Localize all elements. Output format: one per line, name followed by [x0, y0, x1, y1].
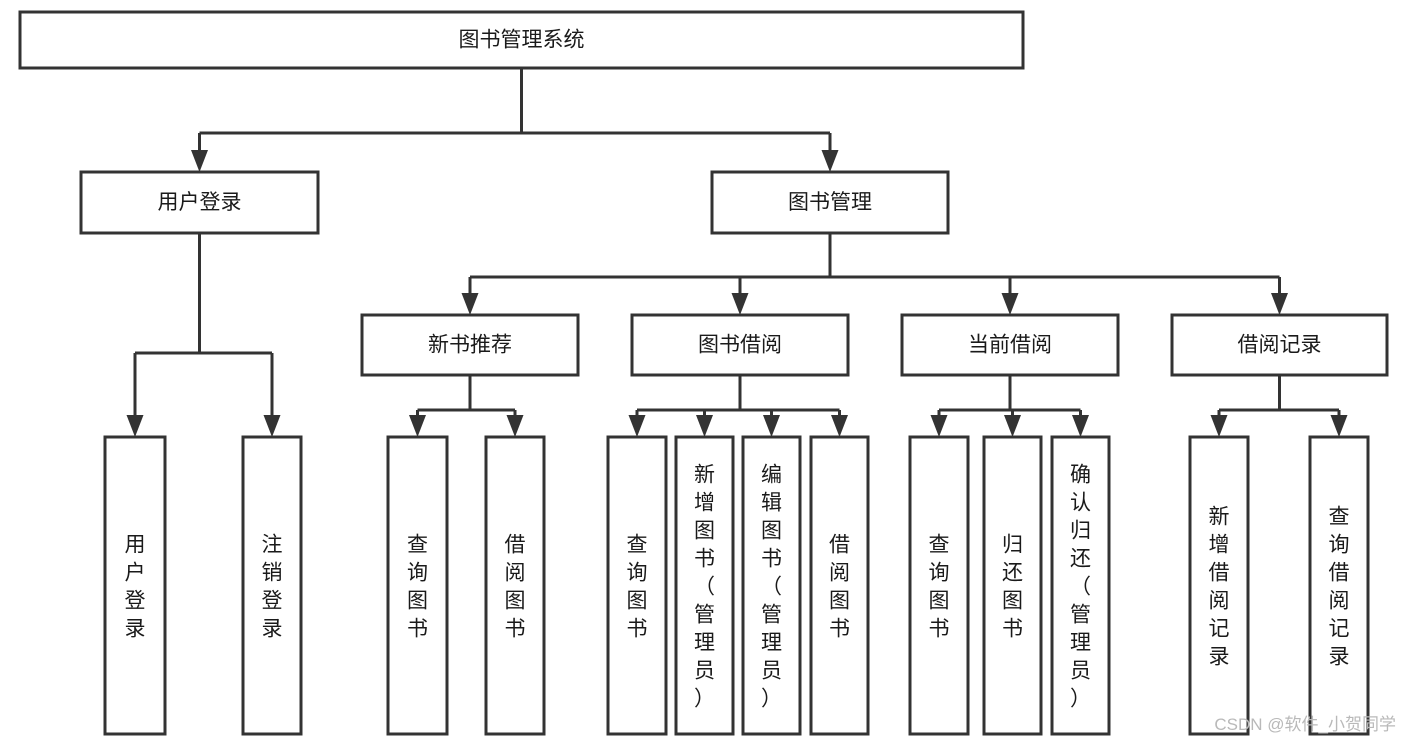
leaf-node-leaf-borrow-book-1[interactable]: 借阅图书	[484, 435, 546, 736]
book-borrow-to-leaves-branch-2-arrowhead	[763, 415, 780, 437]
leaf-node-leaf-query-record[interactable]: 查询借阅记录	[1308, 435, 1370, 736]
leaf-node-leaf-borrow-book-2-label: 借阅图书	[829, 533, 850, 640]
borrow-record-to-leaves-branch-0-arrowhead	[1210, 415, 1228, 437]
leaf-node-leaf-query-record-box[interactable]	[1308, 435, 1370, 736]
level3-node-current-borrow[interactable]: 当前借阅	[900, 313, 1120, 377]
leaf-node-leaf-query-record-label: 查询借阅记录	[1329, 505, 1350, 668]
root-node-book-management-system-label: 图书管理系统	[459, 29, 585, 52]
leaf-node-leaf-add-book[interactable]: 新增图书（管理员）	[674, 435, 735, 736]
leaf-node-leaf-borrow-book-1-box[interactable]	[484, 435, 546, 736]
level3-node-new-book-recommend-box[interactable]	[360, 313, 580, 377]
level3-node-borrow-record[interactable]: 借阅记录	[1170, 313, 1389, 377]
userlogin-to-leaves-branch-0-arrowhead	[126, 415, 144, 437]
leaf-node-leaf-query-book-2[interactable]: 查询图书	[606, 435, 668, 736]
root-node-book-management-system-box[interactable]	[18, 10, 1025, 70]
leaf-node-leaf-query-book-1[interactable]: 查询图书	[386, 435, 449, 736]
level3-node-new-book-recommend[interactable]: 新书推荐	[360, 313, 580, 377]
level3-node-borrow-record-box[interactable]	[1170, 313, 1389, 377]
leaf-node-leaf-query-book-3[interactable]: 查询图书	[908, 435, 970, 736]
leaf-node-leaf-query-book-3-label: 查询图书	[929, 533, 950, 640]
leaf-node-leaf-query-book-1-box[interactable]	[386, 435, 449, 736]
csdn-watermark: CSDN @软件_小贺同学	[1214, 715, 1396, 734]
bookmgmt-to-level3-branch-2-arrowhead	[1001, 293, 1019, 315]
level3-node-current-borrow-label: 当前借阅	[968, 334, 1052, 357]
leaf-node-leaf-borrow-book-2-box[interactable]	[809, 435, 870, 736]
leaf-node-leaf-return-book-box[interactable]	[982, 435, 1043, 736]
leaf-node-leaf-borrow-book-2[interactable]: 借阅图书	[809, 435, 870, 736]
level2-node-user-login-box[interactable]	[79, 170, 320, 235]
connectors-layer	[126, 68, 1348, 437]
level2-node-book-management[interactable]: 图书管理	[710, 170, 950, 235]
leaf-node-leaf-add-record[interactable]: 新增借阅记录	[1188, 435, 1250, 736]
leaf-node-leaf-user-login-box[interactable]	[103, 435, 167, 736]
book-borrow-to-leaves-branch-3-arrowhead	[831, 415, 848, 437]
leaf-node-leaf-confirm-return-box[interactable]	[1050, 435, 1111, 736]
leaf-node-leaf-logout-label: 注销登录	[262, 533, 283, 640]
leaf-node-leaf-edit-book-box[interactable]	[741, 435, 802, 736]
current-borrow-to-leaves-branch-2-arrowhead	[1072, 415, 1089, 437]
leaf-node-leaf-borrow-book-1-label: 借阅图书	[505, 533, 526, 640]
root-to-level2-branch-1-arrowhead	[821, 150, 839, 172]
nodes-layer: 图书管理系统用户登录图书管理新书推荐图书借阅当前借阅借阅记录用户登录注销登录查询…	[18, 10, 1389, 736]
leaf-node-leaf-edit-book[interactable]: 编辑图书（管理员）	[741, 435, 802, 736]
root-node-book-management-system[interactable]: 图书管理系统	[18, 10, 1025, 70]
level3-node-borrow-record-label: 借阅记录	[1238, 334, 1322, 357]
level2-node-book-management-box[interactable]	[710, 170, 950, 235]
bookmgmt-to-level3-branch-3-arrowhead	[1271, 293, 1288, 315]
leaf-node-leaf-return-book[interactable]: 归还图书	[982, 435, 1043, 736]
root-to-level2-branch-0-arrowhead	[191, 150, 208, 172]
leaf-node-leaf-query-book-2-box[interactable]	[606, 435, 668, 736]
new-book-recommend-to-leaves-branch-1-arrowhead	[506, 415, 524, 437]
leaf-node-leaf-return-book-label: 归还图书	[1002, 533, 1023, 640]
borrow-record-to-leaves-branch-1-arrowhead	[1330, 415, 1348, 437]
leaf-node-leaf-add-book-label: 新增图书（管理员）	[694, 463, 715, 710]
level3-node-book-borrow-box[interactable]	[630, 313, 850, 377]
level3-node-new-book-recommend-label: 新书推荐	[428, 334, 512, 357]
leaf-node-leaf-add-record-label: 新增借阅记录	[1209, 505, 1230, 668]
level3-node-book-borrow-label: 图书借阅	[698, 334, 782, 357]
bookmgmt-to-level3-branch-0-arrowhead	[461, 293, 479, 315]
level3-node-current-borrow-box[interactable]	[900, 313, 1120, 377]
leaf-node-leaf-confirm-return[interactable]: 确认归还（管理员）	[1050, 435, 1111, 736]
leaf-node-leaf-query-book-3-box[interactable]	[908, 435, 970, 736]
level2-node-user-login[interactable]: 用户登录	[79, 170, 320, 235]
leaf-node-leaf-user-login[interactable]: 用户登录	[103, 435, 167, 736]
level2-node-user-login-label: 用户登录	[158, 191, 242, 214]
level3-node-book-borrow[interactable]: 图书借阅	[630, 313, 850, 377]
userlogin-to-leaves-branch-1-arrowhead	[263, 415, 281, 437]
current-borrow-to-leaves-branch-1-arrowhead	[1004, 415, 1021, 437]
current-borrow-to-leaves-branch-0-arrowhead	[930, 415, 948, 437]
leaf-node-leaf-add-book-box[interactable]	[674, 435, 735, 736]
leaf-node-leaf-query-book-2-label: 查询图书	[627, 533, 648, 640]
book-borrow-to-leaves-branch-1-arrowhead	[696, 415, 713, 437]
new-book-recommend-to-leaves-branch-0-arrowhead	[409, 415, 426, 437]
bookmgmt-to-level3-branch-1-arrowhead	[731, 293, 749, 315]
leaf-node-leaf-query-book-1-label: 查询图书	[407, 533, 428, 640]
level2-node-book-management-label: 图书管理	[788, 191, 872, 214]
book-borrow-to-leaves-branch-0-arrowhead	[628, 415, 646, 437]
leaf-node-leaf-confirm-return-label: 确认归还（管理员）	[1070, 463, 1091, 710]
leaf-node-leaf-user-login-label: 用户登录	[125, 533, 146, 640]
leaf-node-leaf-logout-box[interactable]	[241, 435, 303, 736]
leaf-node-leaf-add-record-box[interactable]	[1188, 435, 1250, 736]
leaf-node-leaf-logout[interactable]: 注销登录	[241, 435, 303, 736]
leaf-node-leaf-edit-book-label: 编辑图书（管理员）	[761, 463, 782, 710]
